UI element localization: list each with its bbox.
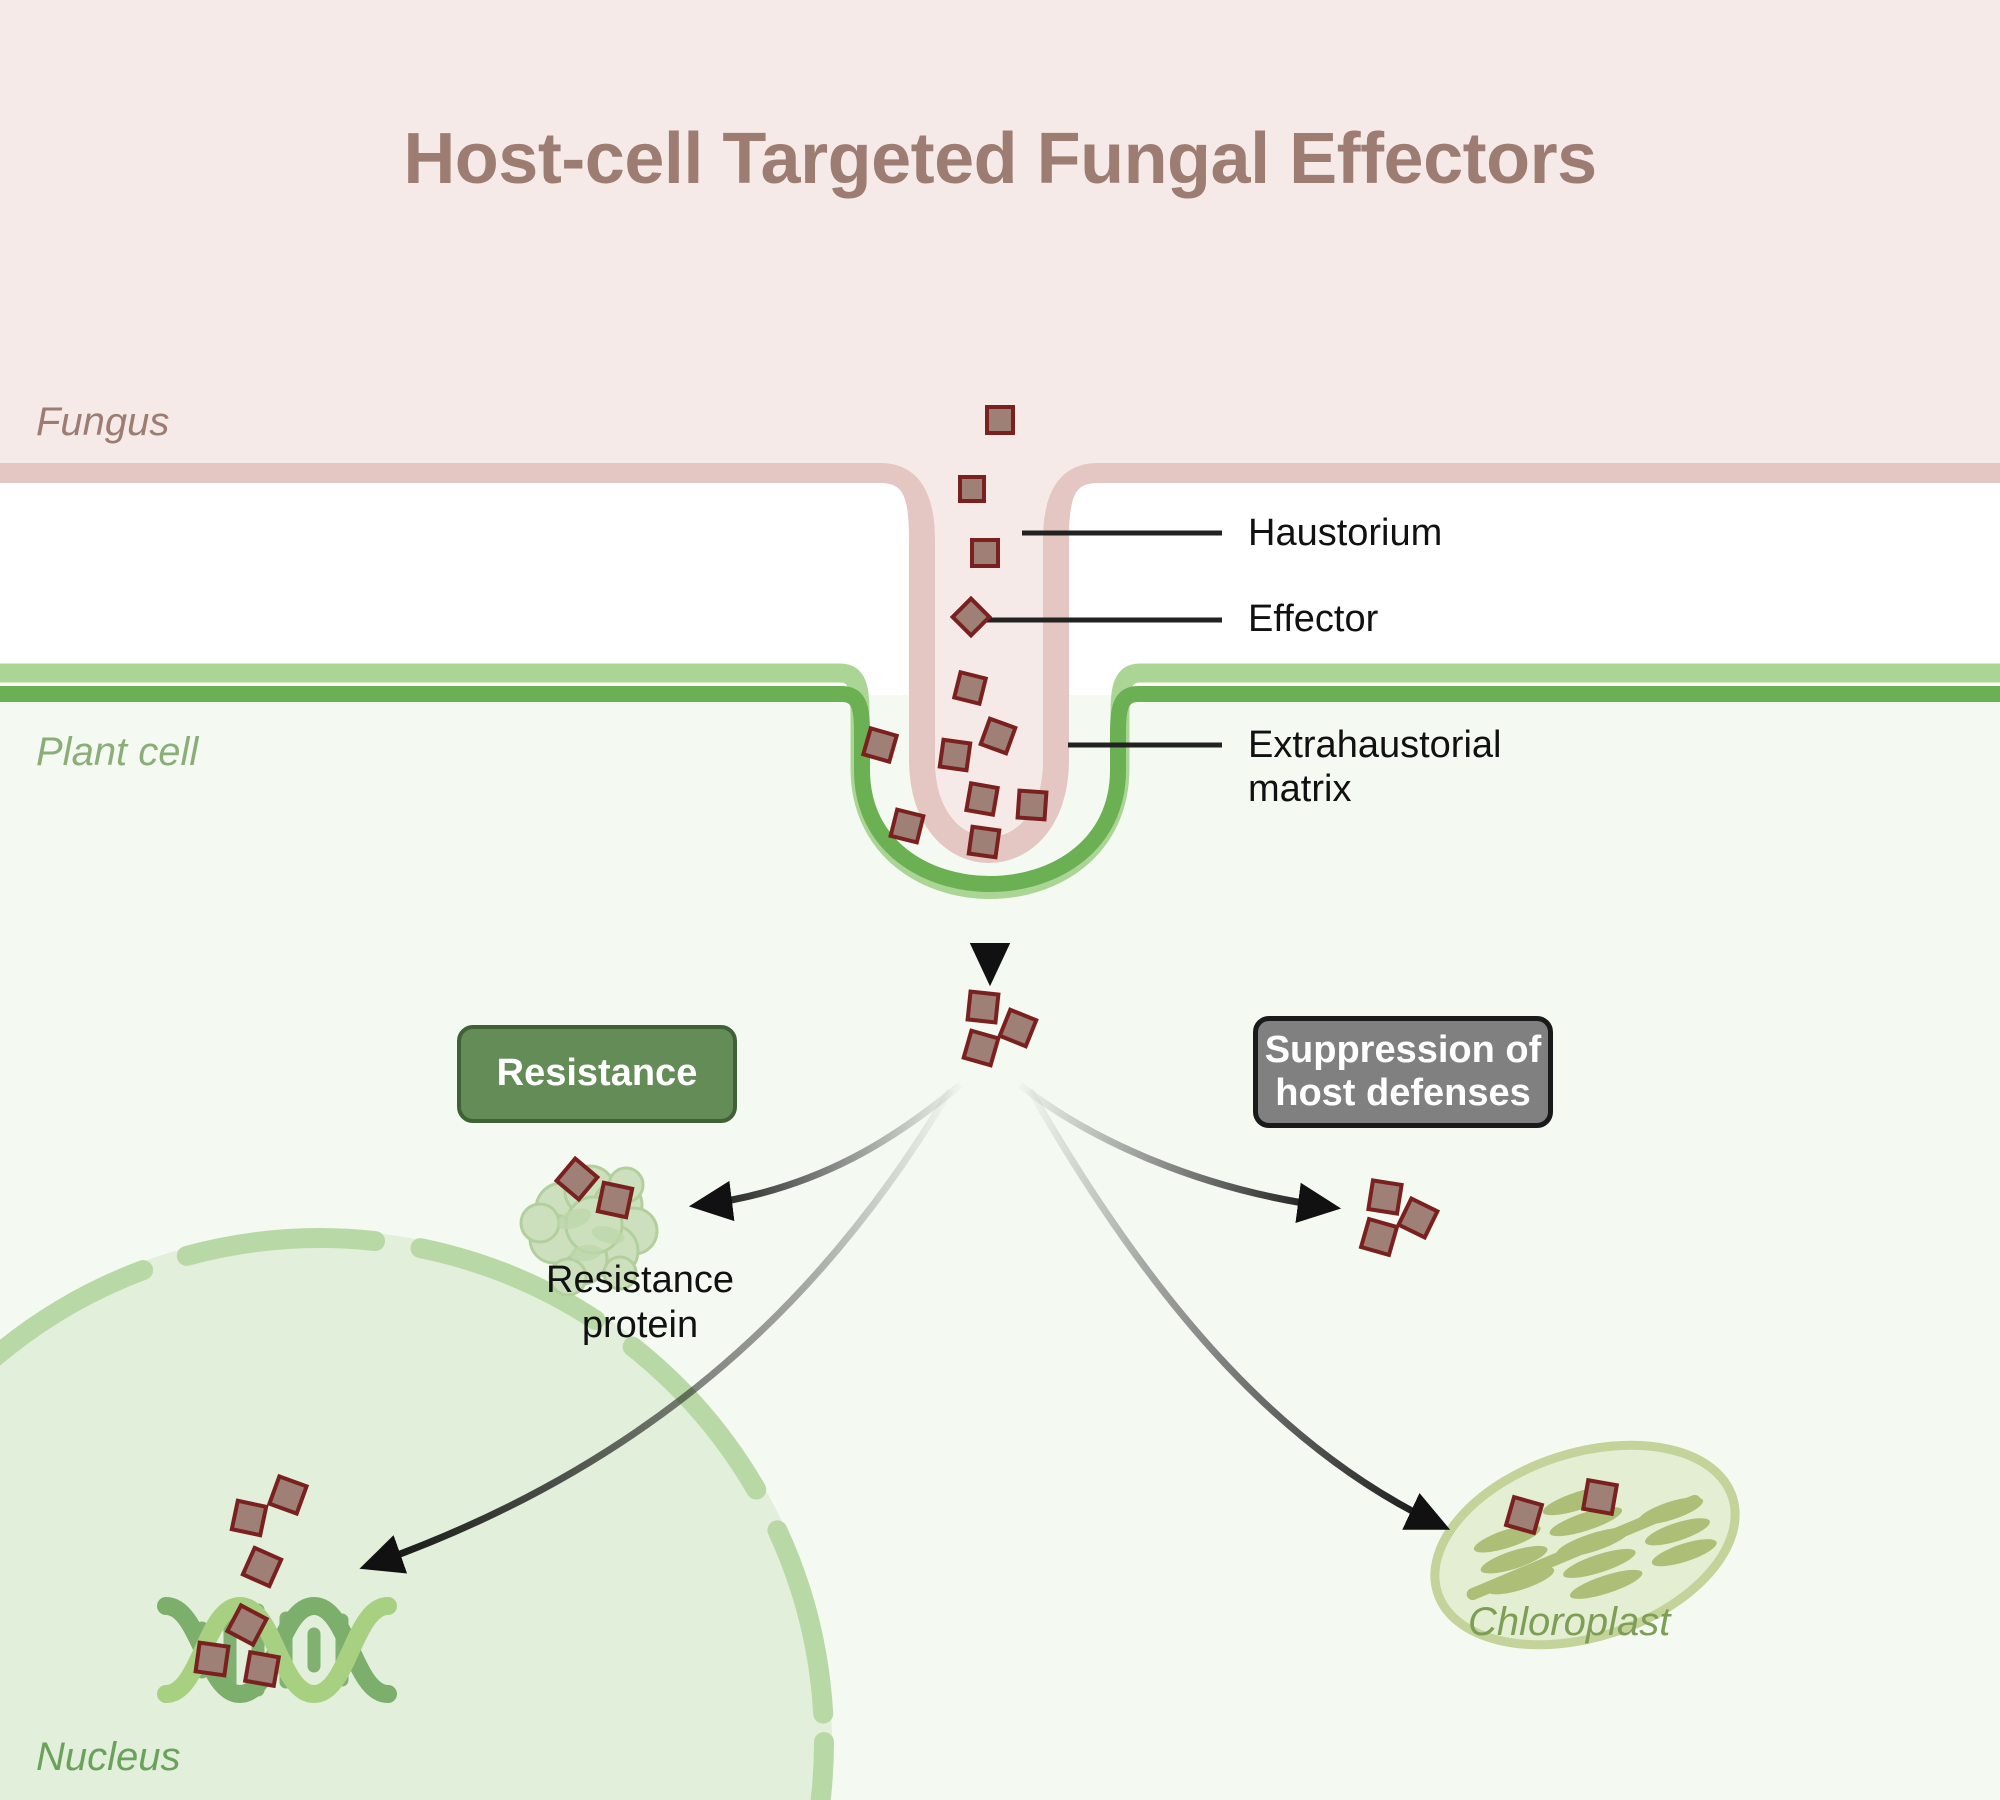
page-title: Host-cell Targeted Fungal Effectors — [403, 119, 1597, 199]
arrow-to-chloroplast — [1026, 1088, 1451, 1530]
suppression-of-host-defenses-badge[interactable]: Suppression of host defenses — [1253, 1016, 1553, 1128]
effector-particle — [951, 669, 989, 707]
effector-particle — [978, 716, 1018, 756]
effector-particle — [553, 1155, 601, 1203]
effector-particle — [997, 1007, 1039, 1049]
callout-label-extrahaustorial-matrix: Extrahaustorial matrix — [1248, 724, 1502, 810]
callout-label-effector: Effector — [1248, 598, 1379, 640]
effector-particle — [240, 1545, 284, 1589]
callout-label-haustorium: Haustorium — [1248, 512, 1443, 554]
effector-particle — [985, 405, 1015, 435]
effector-particle — [1503, 1494, 1545, 1536]
effector-particle — [937, 737, 973, 773]
effector-particle — [595, 1180, 635, 1220]
effector-particle — [266, 1473, 310, 1517]
effector-particle — [970, 538, 1000, 568]
effector-particle — [961, 1028, 1001, 1068]
effector-particle — [1358, 1216, 1400, 1258]
effector-particle — [1395, 1195, 1441, 1241]
effector-particle — [242, 1649, 282, 1689]
resistance-badge[interactable]: Resistance — [457, 1025, 737, 1123]
effector-particle — [966, 824, 1002, 860]
effector-particle — [964, 781, 1000, 817]
effector-particle — [888, 807, 926, 845]
effector-particle — [193, 1640, 231, 1678]
arrow-to-suppression — [1017, 1082, 1342, 1223]
effector-particle — [958, 475, 986, 503]
fungus-region-label: Fungus — [36, 400, 170, 444]
chloroplast-label: Chloroplast — [1468, 1600, 1671, 1644]
effector-particle — [224, 1602, 270, 1648]
arrow-to-resistance-protein — [688, 1082, 963, 1222]
nucleus-label: Nucleus — [36, 1735, 181, 1779]
chloroplast — [1430, 1440, 1740, 1650]
effector-particles — [193, 405, 1620, 1689]
effector-particle — [860, 725, 900, 765]
effector-particle — [229, 1498, 269, 1538]
arrow-to-nucleus — [359, 1088, 954, 1574]
resistance-protein-label: Resistance protein — [546, 1259, 734, 1346]
effector-particle — [1580, 1477, 1620, 1517]
plant-cell-region-label: Plant cell — [36, 730, 199, 774]
effector-particle — [1015, 788, 1049, 822]
nuclear-envelope — [0, 1228, 834, 1800]
effector-particle — [949, 595, 993, 639]
effector-particle — [1366, 1178, 1404, 1216]
effector-particle — [965, 989, 1001, 1025]
